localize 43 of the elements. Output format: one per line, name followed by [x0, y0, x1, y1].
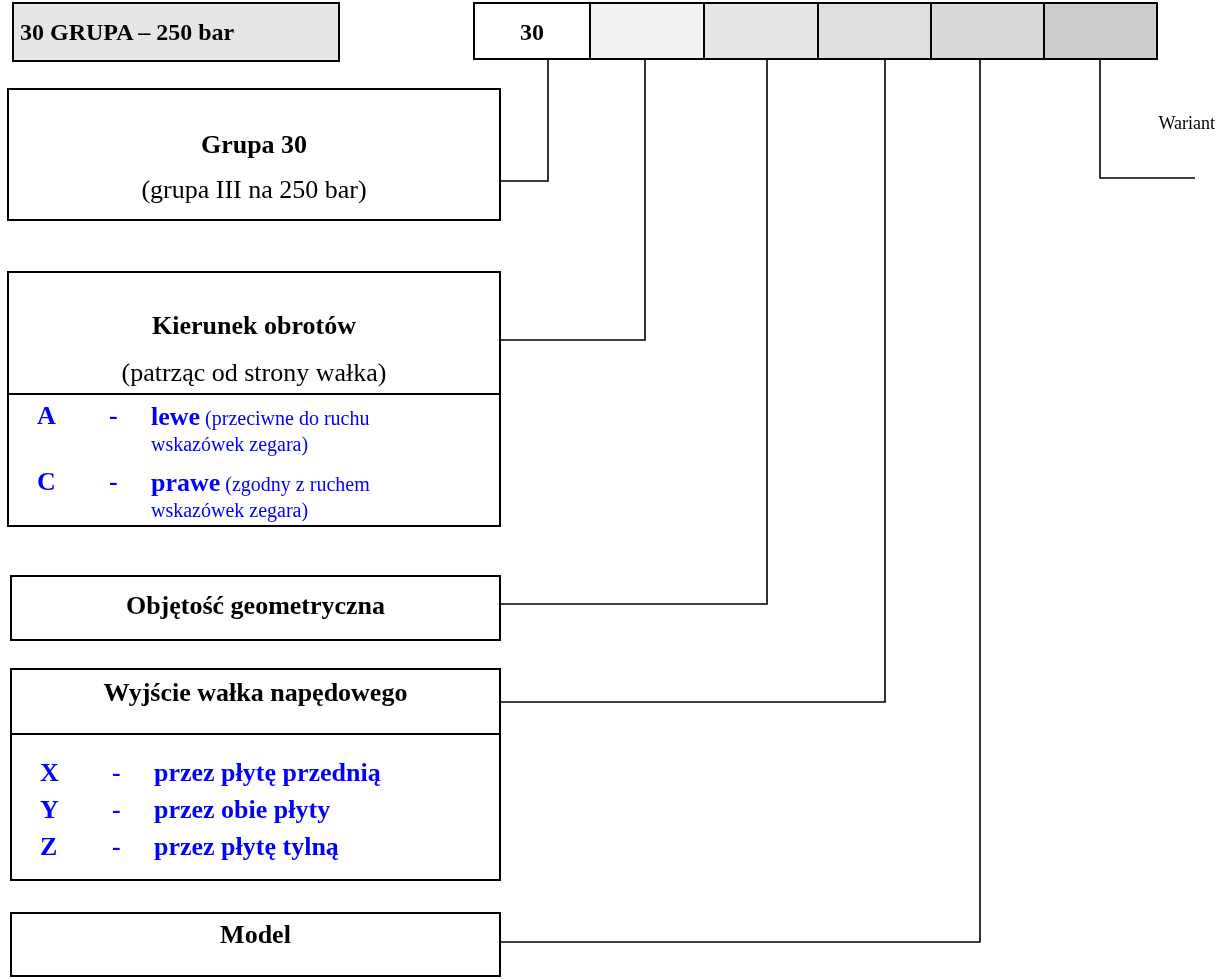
option-code: X — [40, 758, 59, 788]
leader-line — [500, 59, 646, 341]
code-cell — [817, 2, 932, 60]
code-cell — [589, 2, 705, 60]
code-cell — [703, 2, 819, 60]
info-box — [10, 668, 501, 881]
option-dash: - — [109, 467, 118, 497]
option-description: przez obie płyty — [154, 795, 331, 825]
option-description: prawe (zgodny z ruchem wskazówek zegara) — [151, 467, 371, 523]
option-code: A — [37, 401, 56, 431]
box-heading: Wyjście wałka napędowego — [102, 678, 409, 708]
info-box — [10, 912, 501, 977]
info-box — [10, 575, 501, 641]
option-description: przez płytę przednią — [154, 758, 381, 788]
leader-line — [500, 59, 549, 182]
box-heading: Grupa 30 — [199, 130, 309, 160]
box-subtitle: (grupa III na 250 bar) — [140, 175, 368, 205]
option-code: Z — [40, 832, 58, 862]
leader-line — [1099, 59, 1196, 179]
code-cell — [930, 2, 1045, 60]
box-heading: Kierunek obrotów — [151, 311, 357, 341]
option-code: Y — [40, 795, 59, 825]
option-description: przez płytę tylną — [154, 832, 339, 862]
option-code: C — [37, 467, 56, 497]
info-box — [7, 271, 501, 527]
option-dash: - — [112, 795, 121, 825]
option-dash: - — [112, 758, 121, 788]
title-box — [12, 2, 340, 62]
leader-line — [500, 59, 981, 943]
box-heading: Model — [219, 920, 292, 950]
code-value: 30 — [519, 19, 545, 47]
option-description: lewe (przeciwne do ruchu wskazówek zegara) — [151, 401, 371, 457]
box-subtitle: (patrząc od strony wałka) — [120, 358, 388, 388]
title-text: 30 GRUPA – 250 bar — [20, 19, 235, 47]
variant-label: Wariant — [1158, 113, 1215, 134]
code-cell — [473, 2, 591, 60]
leader-line — [500, 59, 768, 605]
option-dash: - — [112, 832, 121, 862]
option-dash: - — [109, 401, 118, 431]
code-cell — [1043, 2, 1158, 60]
info-box — [7, 88, 501, 221]
leader-line — [500, 59, 886, 703]
box-heading: Objętość geometryczna — [124, 591, 387, 621]
